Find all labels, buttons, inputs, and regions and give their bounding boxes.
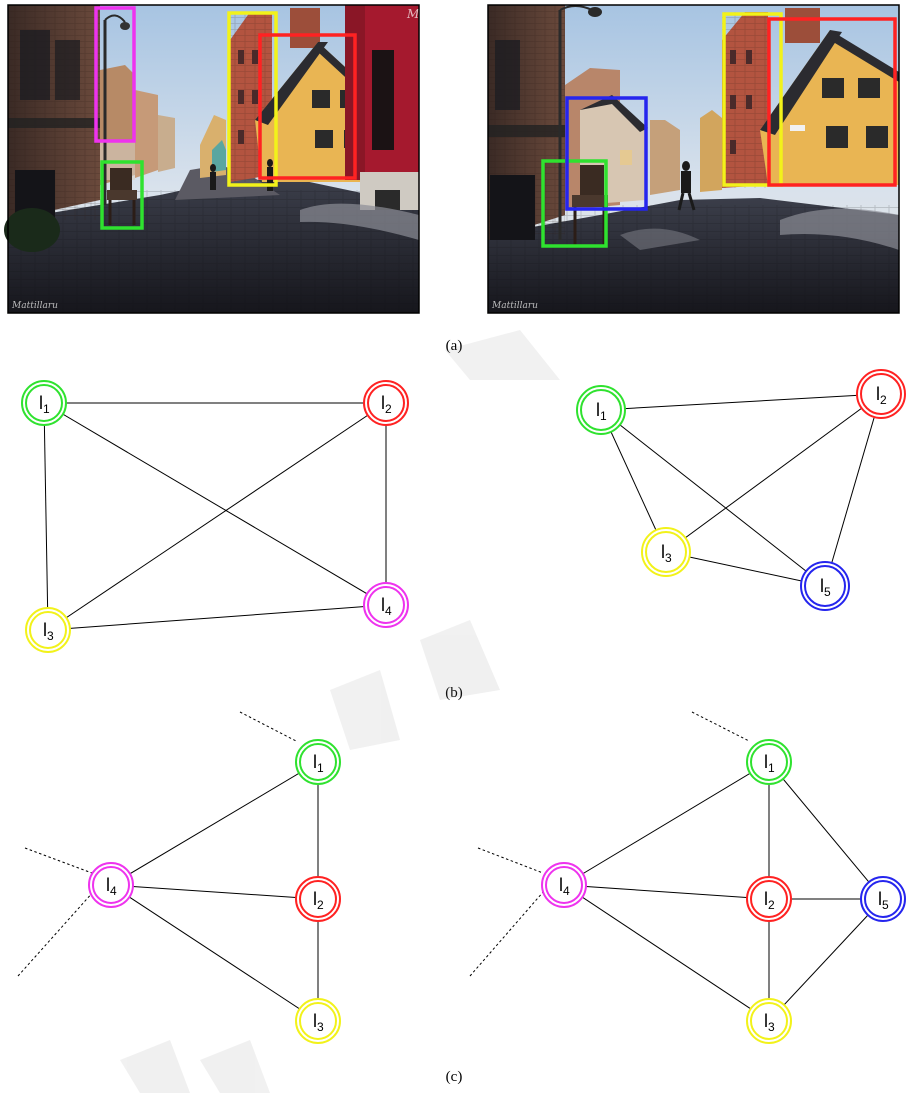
edge-1-4 bbox=[110, 761, 319, 886]
photo-credit-right: Mattillaru bbox=[491, 301, 538, 311]
dashed-edges-c-left bbox=[17, 711, 297, 977]
node-label: l1 bbox=[596, 400, 607, 423]
corner-mark: M bbox=[406, 7, 420, 21]
edge-2-5 bbox=[824, 393, 882, 587]
node-l1: l1 bbox=[295, 739, 341, 785]
bbox-yellow-building bbox=[227, 11, 278, 187]
node-l4: l4 bbox=[363, 582, 409, 628]
edge-1-2 bbox=[600, 393, 882, 411]
edge-4-3 bbox=[110, 884, 319, 1022]
node-l4: l4 bbox=[88, 862, 134, 908]
node-label: l2 bbox=[313, 889, 324, 912]
node-label: l5 bbox=[820, 576, 831, 599]
edge-3-4 bbox=[47, 604, 387, 631]
edge-2-3 bbox=[47, 402, 387, 631]
edge-1-4 bbox=[43, 402, 387, 606]
edge-1-5 bbox=[600, 409, 826, 587]
graph-c-right: l1 l2 l3 l4 l5 bbox=[541, 739, 906, 1044]
node-label: l3 bbox=[43, 620, 54, 643]
node-label: l1 bbox=[764, 752, 775, 775]
node-label: l1 bbox=[313, 752, 324, 775]
node-l1: l1 bbox=[746, 739, 792, 785]
bbox-green-chair bbox=[100, 160, 144, 230]
bbox-green-chair bbox=[541, 159, 608, 248]
edge-3-5 bbox=[768, 898, 884, 1022]
edge-1-5 bbox=[768, 761, 884, 900]
node-l3: l3 bbox=[641, 527, 691, 577]
edge-1-3 bbox=[600, 409, 667, 553]
node-l2: l2 bbox=[746, 876, 792, 922]
photo-credit-left: Mattillaru bbox=[11, 301, 58, 311]
node-label: l3 bbox=[764, 1011, 775, 1034]
bbox-red-house bbox=[258, 33, 357, 180]
node-l4: l4 bbox=[541, 862, 587, 908]
node-l5: l5 bbox=[800, 561, 850, 611]
edge-1-3 bbox=[43, 402, 49, 631]
node-l2: l2 bbox=[295, 876, 341, 922]
node-label: l2 bbox=[876, 384, 887, 407]
bbox-red-house bbox=[767, 17, 897, 187]
caption-b: (b) bbox=[445, 685, 463, 701]
node-label: l4 bbox=[381, 595, 392, 618]
node-l5: l5 bbox=[860, 876, 906, 922]
graph-b-left: l1 l2 l3 l4 bbox=[21, 380, 409, 653]
node-label: l2 bbox=[381, 393, 392, 416]
node-label: l1 bbox=[39, 393, 50, 416]
node-l3: l3 bbox=[746, 998, 792, 1044]
node-label: l4 bbox=[106, 875, 117, 898]
node-label: l4 bbox=[559, 875, 570, 898]
bbox-yellow-building bbox=[722, 12, 783, 187]
node-l2: l2 bbox=[856, 369, 906, 419]
bbox-blue-house bbox=[565, 96, 648, 211]
node-label: l5 bbox=[878, 889, 889, 912]
dashed-edges-c-right bbox=[469, 711, 750, 977]
node-label: l3 bbox=[313, 1011, 324, 1034]
node-l1: l1 bbox=[576, 385, 626, 435]
graph-b-right: l1 l2 l3 l5 bbox=[576, 369, 906, 611]
edge-2-3 bbox=[665, 393, 882, 553]
node-label: l3 bbox=[661, 542, 672, 565]
edge-4-2 bbox=[110, 884, 319, 900]
graph-c-left: l1 l2 l3 l4 bbox=[88, 739, 341, 1044]
watermark bbox=[120, 330, 560, 1093]
node-l2: l2 bbox=[363, 380, 409, 426]
node-l3: l3 bbox=[295, 998, 341, 1044]
edge-4-2 bbox=[563, 884, 770, 900]
node-l3: l3 bbox=[25, 607, 71, 653]
caption-c: (c) bbox=[446, 1069, 463, 1085]
edge-4-3 bbox=[563, 884, 770, 1022]
caption-a: (a) bbox=[446, 338, 463, 354]
street-photo-right: Mattillaru bbox=[487, 4, 900, 314]
street-photo-left: Mattillaru M bbox=[4, 4, 420, 314]
bbox-magenta-lamp bbox=[94, 6, 136, 143]
edge-3-5 bbox=[665, 551, 826, 587]
node-l1: l1 bbox=[21, 380, 67, 426]
node-label: l2 bbox=[764, 889, 775, 912]
edge-1-4 bbox=[563, 761, 770, 886]
